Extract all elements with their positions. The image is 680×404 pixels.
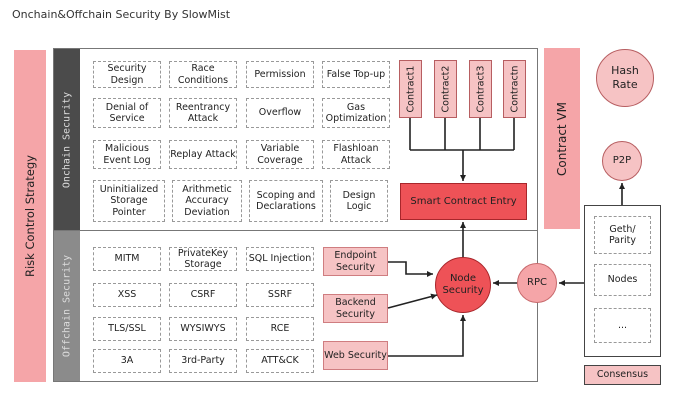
onchain-band: Onchain Security — [54, 49, 80, 230]
offchain-item: TLS/SSL — [93, 317, 161, 341]
onchain-item: Permission — [246, 61, 314, 88]
offchain-item: SSRF — [246, 283, 314, 307]
onchain-item: Replay Attack — [169, 140, 237, 169]
onchain-item: Uninitialized Storage Pointer — [93, 180, 165, 222]
onchain-item: Overflow — [246, 98, 314, 128]
contract-box: Contract2 — [434, 60, 457, 118]
onchain-item: Denial of Service — [93, 98, 161, 128]
offchain-band: Offchain Security — [54, 231, 80, 381]
hash-rate-circle: Hash Rate — [596, 49, 654, 107]
section-divider — [54, 230, 537, 231]
offchain-item: MITM — [93, 247, 161, 271]
security-panel — [53, 48, 538, 382]
diagram-title: Onchain&Offchain Security By SlowMist — [12, 8, 231, 21]
risk-control-strategy-bar: Risk Control Strategy — [14, 50, 46, 382]
onchain-item: Gas Optimization — [322, 98, 390, 128]
web-security: Web Security — [323, 341, 388, 370]
onchain-item: Reentrancy Attack — [169, 98, 237, 128]
offchain-item: ATT&CK — [246, 349, 314, 373]
offchain-item: CSRF — [169, 283, 237, 307]
node-security-circle: Node Security — [435, 257, 491, 313]
offchain-item: PrivateKey Storage — [169, 247, 237, 271]
offchain-item: XSS — [93, 283, 161, 307]
rpc-circle: RPC — [517, 263, 557, 303]
onchain-item: Scoping and Declarations — [249, 180, 323, 222]
contract-box: Contract1 — [399, 60, 422, 118]
onchain-item: Arithmetic Accuracy Deviation — [172, 180, 242, 222]
endpoint-security: Endpoint Security — [323, 247, 388, 276]
contract-vm-bar: Contract VM — [544, 48, 580, 229]
p2p-circle: P2P — [602, 141, 642, 181]
onchain-item: Race Conditions — [169, 61, 237, 88]
node-stack-item: Geth/ Parity — [594, 216, 651, 254]
onchain-item: False Top-up — [322, 61, 390, 88]
onchain-item: Malicious Event Log — [93, 140, 161, 169]
offchain-item: SQL Injection — [246, 247, 314, 271]
offchain-item: 3A — [93, 349, 161, 373]
node-stack-item: ... — [594, 308, 651, 343]
contract-box: Contractn — [503, 60, 526, 118]
backend-security: Backend Security — [323, 294, 388, 323]
smart-contract-entry: Smart Contract Entry — [400, 183, 527, 220]
contract-box: Contract3 — [469, 60, 492, 118]
consensus-box: Consensus — [584, 365, 661, 385]
offchain-item: RCE — [246, 317, 314, 341]
offchain-item: 3rd-Party — [169, 349, 237, 373]
onchain-item: Variable Coverage — [246, 140, 314, 169]
offchain-item: WYSIWYS — [169, 317, 237, 341]
node-stack-item: Nodes — [594, 264, 651, 296]
onchain-item: Design Logic — [330, 180, 388, 222]
onchain-item: Flashloan Attack — [322, 140, 390, 169]
onchain-item: Security Design — [93, 61, 161, 88]
